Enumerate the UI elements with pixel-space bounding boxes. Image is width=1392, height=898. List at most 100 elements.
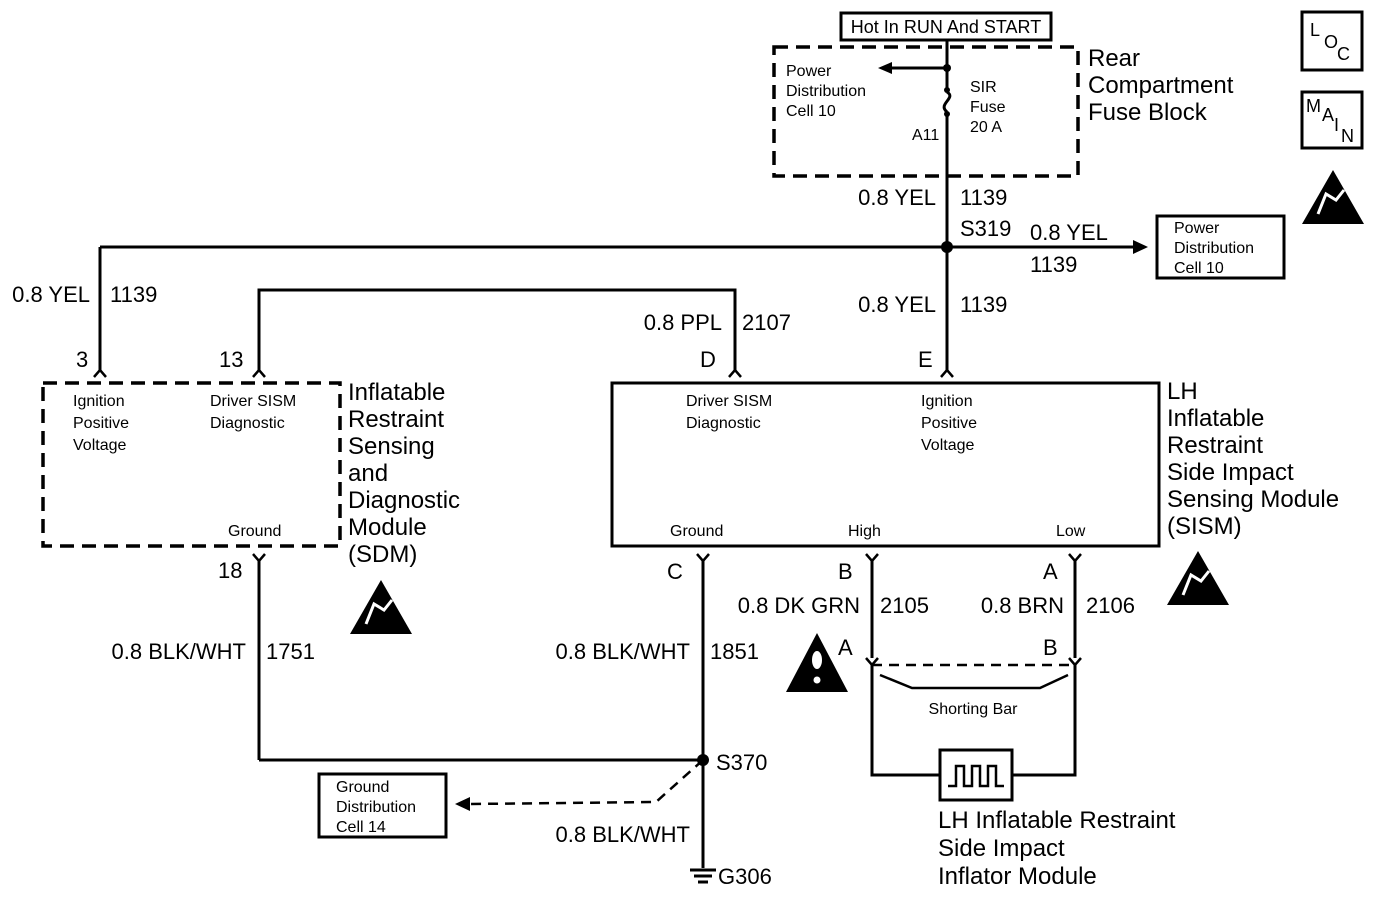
fuse-pd-line-3: Cell 10 <box>786 103 836 120</box>
sdm-ign-line-2: Positive <box>73 415 129 432</box>
arrow-left-icon <box>455 797 470 811</box>
main-icon[interactable]: M A I N <box>1300 90 1364 150</box>
fuse-out-gauge-color: 0.8 YEL <box>858 185 936 210</box>
sism-ign-line-1: Ignition <box>921 393 973 410</box>
sism-name-4: Side Impact <box>1167 459 1294 486</box>
sism-ign-line-2: Positive <box>921 415 977 432</box>
sdm-pin-3: 3 <box>76 347 88 372</box>
hot-in-run-start-label: Hot In RUN And START <box>851 17 1041 37</box>
sism-feed-circuit: 1139 <box>960 292 1007 317</box>
sdm-name-6: Module <box>348 514 427 541</box>
sism-pin-e: E <box>918 347 933 372</box>
esd-warning-icon <box>1302 170 1364 224</box>
rear-compartment-fuse-block: Hot In RUN And START Power Distribution … <box>772 11 1234 178</box>
sdm-name-3: Sensing <box>348 433 435 460</box>
ground-wire-gauge-color: 0.8 BLK/WHT <box>556 822 690 847</box>
sism-module: D E Driver SISM Diagnostic Ignition Posi… <box>610 347 1339 605</box>
fuse-out-circuit: 1139 <box>960 185 1007 210</box>
sdm-name-5: Diagnostic <box>348 487 460 514</box>
arrow-right-icon <box>1133 240 1148 254</box>
sdm-name-2: Restraint <box>348 406 444 433</box>
sdm-pin-18: 18 <box>218 558 242 583</box>
inflator-circuit: 0.8 DK GRN 2105 0.8 BRN 2106 A B Shortin… <box>738 561 1176 890</box>
sism-diag-line-2: Diagnostic <box>686 415 761 432</box>
sdm-module: 3 13 Ignition Positive Voltage Driver SI… <box>41 347 460 634</box>
low-gauge-color: 0.8 BRN <box>981 593 1064 618</box>
sism-low-label: Low <box>1056 523 1086 540</box>
pd-box-line-3: Cell 10 <box>1174 260 1224 277</box>
sdm-diag-line-1: Driver SISM <box>210 393 296 410</box>
high-gauge-color: 0.8 DK GRN <box>738 593 860 618</box>
svg-text:N: N <box>1341 126 1354 146</box>
squib-icon <box>948 764 1004 788</box>
inflator-name-1: LH Inflatable Restraint <box>938 807 1176 834</box>
fuse-block-outline <box>772 45 1080 178</box>
sism-feed-gauge-color: 0.8 YEL <box>858 292 936 317</box>
fuse-terminal-label: A11 <box>912 127 939 144</box>
fuse-pd-line-2: Distribution <box>786 83 866 100</box>
sism-pin-d: D <box>700 347 716 372</box>
fuse-block-name-2: Compartment <box>1088 72 1234 99</box>
svg-text:L: L <box>1310 20 1320 40</box>
sism-pin-c: C <box>667 559 683 584</box>
pd-cell-10-box <box>1155 214 1286 280</box>
esd-warning-icon <box>350 580 412 634</box>
ground-icon <box>690 868 716 884</box>
sism-high-label: High <box>848 523 881 540</box>
svg-text:I: I <box>1334 115 1339 135</box>
loc-icon[interactable]: L O C <box>1300 10 1364 72</box>
inflator-pin-a: A <box>838 635 853 660</box>
sism-pin-b: B <box>838 559 853 584</box>
sism-name-3: Restraint <box>1167 432 1263 459</box>
inflator-name-3: Inflator Module <box>938 863 1097 890</box>
splice-s370-label: S370 <box>716 750 767 775</box>
sism-name-6: (SISM) <box>1167 513 1242 540</box>
shorting-bar-label: Shorting Bar <box>929 701 1019 718</box>
arrow-left-icon <box>878 62 892 74</box>
to-pd-gauge-color: 0.8 YEL <box>1030 220 1108 245</box>
esd-warning-icon <box>1167 551 1229 605</box>
sdm-name-4: and <box>348 460 388 487</box>
diag-circuit: 2107 <box>742 310 791 335</box>
fuse-name-line-2: Fuse <box>970 99 1006 116</box>
caution-icon <box>786 633 848 692</box>
inflator-name-2: Side Impact <box>938 835 1065 862</box>
splice-s319-label: S319 <box>960 216 1011 241</box>
pd-box-line-2: Distribution <box>1174 240 1254 257</box>
gd-cell-14-box <box>317 772 448 839</box>
fuse-name-line-3: 20 A <box>970 119 1002 136</box>
low-circuit: 2106 <box>1086 593 1135 618</box>
ignition-feed-wiring: 0.8 YEL 1139 S319 0.8 YEL 1139 Power Dis… <box>12 176 1286 370</box>
sism-name-5: Sensing Module <box>1167 486 1339 513</box>
fuse-block-name-1: Rear <box>1088 45 1140 72</box>
pd-box-line-1: Power <box>1174 220 1220 237</box>
inflator-pin-b: B <box>1043 635 1058 660</box>
fuse-block-name-3: Fuse Block <box>1088 99 1208 126</box>
sism-diag-line-1: Driver SISM <box>686 393 772 410</box>
left-feed-circuit: 1139 <box>110 282 157 307</box>
top-connector-chevrons <box>93 368 954 378</box>
sdm-ground-circuit: 1751 <box>266 639 315 664</box>
gd-box-line-1: Ground <box>336 779 389 796</box>
to-pd-circuit: 1139 <box>1030 252 1077 277</box>
ground-point-label: G306 <box>718 864 772 889</box>
sism-ign-line-3: Voltage <box>921 437 974 454</box>
svg-text:C: C <box>1337 44 1350 64</box>
sdm-ign-line-1: Ignition <box>73 393 125 410</box>
sdm-ign-line-3: Voltage <box>73 437 126 454</box>
sdm-diag-line-2: Diagnostic <box>210 415 285 432</box>
high-circuit: 2105 <box>880 593 929 618</box>
sism-outline <box>610 381 1161 548</box>
fuse-pd-line-1: Power <box>786 63 832 80</box>
sism-ground-label: Ground <box>670 523 723 540</box>
sdm-ground-gauge-color: 0.8 BLK/WHT <box>112 639 246 664</box>
sism-ground-gauge-color: 0.8 BLK/WHT <box>556 639 690 664</box>
inflator-module-box <box>938 748 1014 802</box>
fuse-name-line-1: SIR <box>970 79 997 96</box>
sdm-outline <box>41 381 342 548</box>
fuse-symbol-icon <box>942 90 952 114</box>
sdm-pin-13: 13 <box>219 347 243 372</box>
sdm-name-1: Inflatable <box>348 379 445 406</box>
svg-text:M: M <box>1306 96 1321 116</box>
